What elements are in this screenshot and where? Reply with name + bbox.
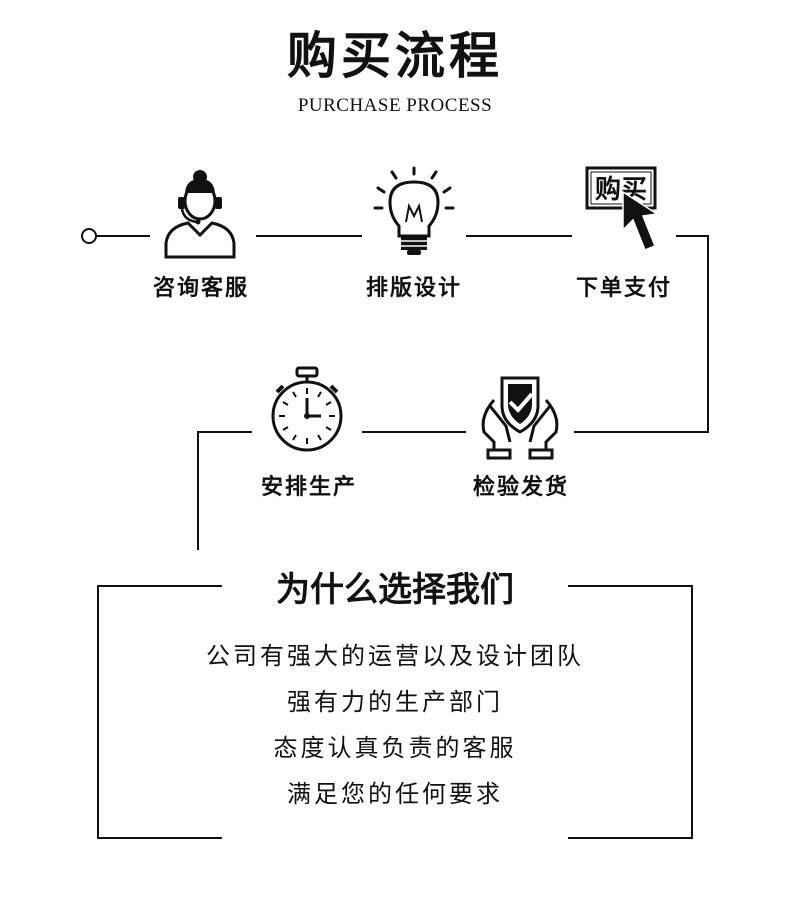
step-label-consult: 咨询客服 xyxy=(152,275,249,301)
customer-service-icon xyxy=(164,170,236,259)
connector-step3-to-step4 xyxy=(574,235,709,433)
lightbulb-icon xyxy=(373,166,455,255)
buy-cursor-icon: 购买 xyxy=(585,166,660,251)
page-subtitle: PURCHASE PROCESS xyxy=(297,95,493,116)
why-line-3: 态度认真负责的客服 xyxy=(273,734,517,762)
why-title: 为什么选择我们 xyxy=(276,570,514,610)
page-title: 购买流程 xyxy=(287,26,503,85)
step-label-pay: 下单支付 xyxy=(575,275,672,301)
why-line-1: 公司有强大的运营以及设计团队 xyxy=(206,642,584,670)
flow-connectors xyxy=(81,228,709,550)
stopwatch-icon xyxy=(271,366,343,452)
step-label-inspect: 检验发货 xyxy=(472,474,569,500)
step-label-design: 排版设计 xyxy=(365,275,462,301)
shield-check-hands-icon xyxy=(481,376,559,460)
flow-start-circle xyxy=(81,228,97,244)
why-line-4: 满足您的任何要求 xyxy=(287,780,503,808)
why-box-frame xyxy=(97,585,693,839)
why-line-2: 强有力的生产部门 xyxy=(287,688,503,716)
step-label-produce: 安排生产 xyxy=(260,474,357,500)
connector-step5-to-box xyxy=(197,431,252,550)
buy-cursor-icon-text: 购买 xyxy=(595,175,647,205)
